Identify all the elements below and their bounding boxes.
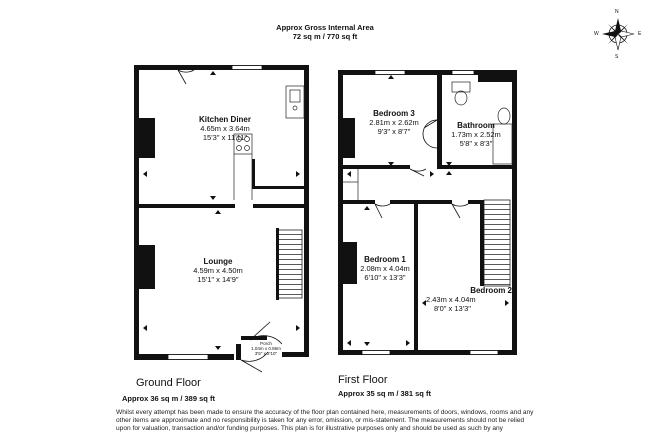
room-imperial: 15'1" x 14'9" [197,275,239,284]
ground-floor-area: Approx 36 sq m / 389 sq ft [122,394,215,403]
header-title: Approx Gross Internal Area [276,23,374,32]
room-lounge: Lounge 4.59m x 4.50m 15'1" x 14'9" [173,257,263,284]
room-imperial: 15'3" x 11'11" [202,133,248,142]
room-bedroom-1: Bedroom 1 2.08m x 4.04m 6'10" x 13'3" [354,255,416,282]
room-metric: 2.08m x 4.04m [360,264,410,273]
compass-north-label: N [615,9,619,15]
room-metric: 1.04m x 0.86m [251,346,281,351]
room-metric: 4.65m x 3.64m [200,124,250,133]
compass-west-label: W [594,31,599,37]
room-bedroom-3: Bedroom 3 2.81m x 2.62m 9'3" x 8'7" [354,109,434,136]
compass-east-label: E [638,31,642,37]
disclaimer-text: Whilst every attempt has been made to en… [116,409,534,433]
room-porch: Porch 1.04m x 0.86m 3'5" x 2'10" [244,341,288,356]
compass-south-label: S [615,54,619,60]
room-metric: 4.59m x 4.50m [193,266,243,275]
first-floor-walls [338,70,517,355]
ground-floor-walls [134,65,309,360]
room-name: Lounge [203,257,233,266]
first-floor-label: First Floor [338,374,388,386]
first-floor-stairs [480,199,511,287]
room-name: Bedroom 3 [373,109,415,118]
room-metric: 1.73m x 2.52m [451,130,501,139]
first-floor-windows [361,70,499,355]
kitchen-door-swing [177,69,195,85]
ground-floor-windows [167,65,263,360]
room-name: Kitchen Diner [198,115,251,124]
room-metric: 2.43m x 4.04m [426,295,476,304]
first-floor-plan [338,70,517,355]
bathroom-fittings [451,81,513,165]
airing-cupboard [343,169,359,200]
room-metric: 2.81m x 2.62m [369,118,419,127]
kitchen-units [233,85,305,200]
porch-door [240,321,283,373]
room-imperial: 9'3" x 8'7" [377,127,411,136]
room-imperial: 5'8" x 8'3" [459,139,493,148]
header-area: 72 sq m / 770 sq ft [292,32,358,41]
first-floor-measure-arrows [347,75,509,346]
room-imperial: 6'10" x 13'3" [364,273,406,282]
room-name: Porch [260,341,272,346]
room-bathroom: Bathroom 1.73m x 2.52m 5'8" x 8'3" [443,121,509,148]
ground-floor-measure-arrows [143,71,300,350]
compass-rose-icon [602,18,635,51]
room-kitchen-diner: Kitchen Diner 4.65m x 3.64m 15'3" x 11'1… [180,115,270,142]
room-bedroom-2: Bedroom 2 2.43m x 4.04m 8'0" x 13'3" [422,286,522,313]
ground-floor-plan [134,65,309,373]
room-name: Bedroom 1 [364,255,406,264]
ground-floor-stairs [276,228,303,300]
first-floor-doors [374,119,469,219]
room-imperial: 3'5" x 2'10" [254,351,278,356]
first-floor-area: Approx 35 sq m / 381 sq ft [338,389,431,398]
room-name: Bedroom 2 [470,286,512,295]
room-name: Bathroom [457,121,495,130]
room-imperial: 8'0" x 13'3" [434,304,471,313]
ground-floor-label: Ground Floor [136,377,201,389]
